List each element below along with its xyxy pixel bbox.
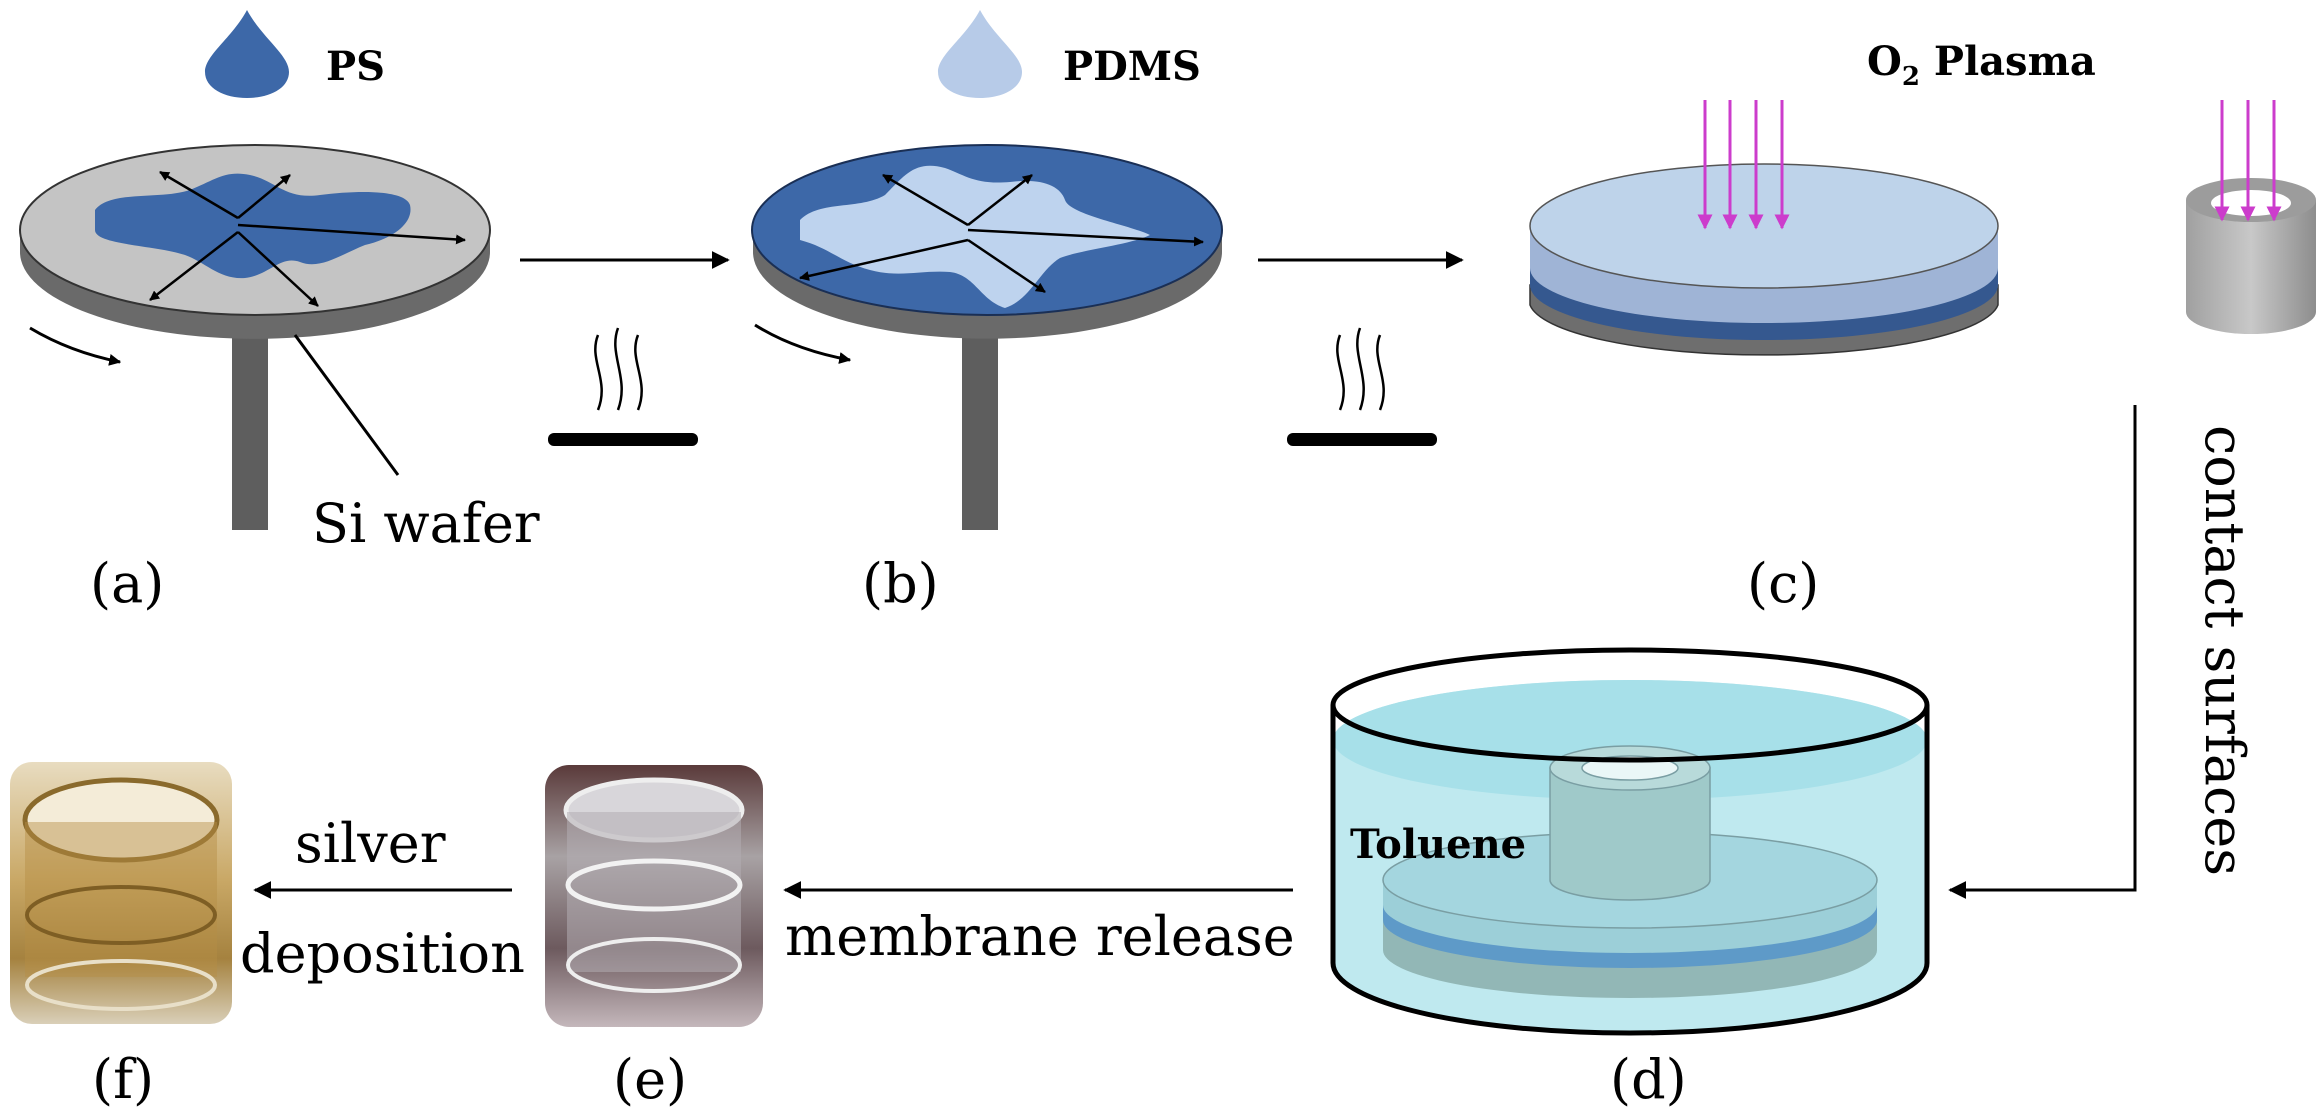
spreading-arrows [799,173,1204,294]
pdms-layer-top [1529,163,1999,289]
panel-f-label: (f) [92,1048,154,1111]
pdms-label: PDMS [1063,43,1201,90]
panel-b: PDMS (b) [751,10,1223,615]
contact-surfaces-label: contact surfaces [2193,425,2256,876]
toluene-label: Toluene [1350,821,1526,868]
panel-e-label: (e) [613,1048,687,1111]
panel-c-label: (c) [1747,552,1819,615]
immersed-pdms-cylinder [1549,767,1711,901]
panel-a-label: (a) [90,552,164,615]
bath-wall [1330,705,1930,1036]
deposition-label: deposition [240,922,525,985]
si-wafer-pointer [293,334,400,476]
panel-f: (f) [10,762,232,1111]
pdms-cylinder-body [2186,200,2316,334]
plasma-arrows [2214,100,2282,222]
heater-icon [548,327,698,446]
pdms-film-blob [800,165,1150,308]
panel-a: PS Si wafer (a) [19,10,540,615]
rotation-arrow-icon [29,326,122,366]
si-wafer-label: Si wafer [312,492,540,555]
heater-icon [1287,327,1437,446]
ps-droplet-icon [205,10,289,98]
panel-e: (e) [545,765,763,1111]
membrane-release-label: membrane release [785,905,1295,968]
spreading-arrows [149,170,466,307]
ps-label: PS [326,43,385,90]
panel-d: Toluene (d) [1330,647,1930,1111]
pdms-droplet-icon [938,10,1022,98]
panel-d-label: (d) [1610,1048,1687,1111]
panel-b-label: (b) [862,552,939,615]
rotation-arrow-icon [754,323,852,364]
silver-label: silver [295,812,446,875]
arrow-c-to-d [1948,405,2137,899]
plasma-arrows [1697,100,1790,230]
panel-c: O2 Plasma (c) [1529,38,2316,615]
plasma-label: O2 Plasma [1867,38,2096,92]
